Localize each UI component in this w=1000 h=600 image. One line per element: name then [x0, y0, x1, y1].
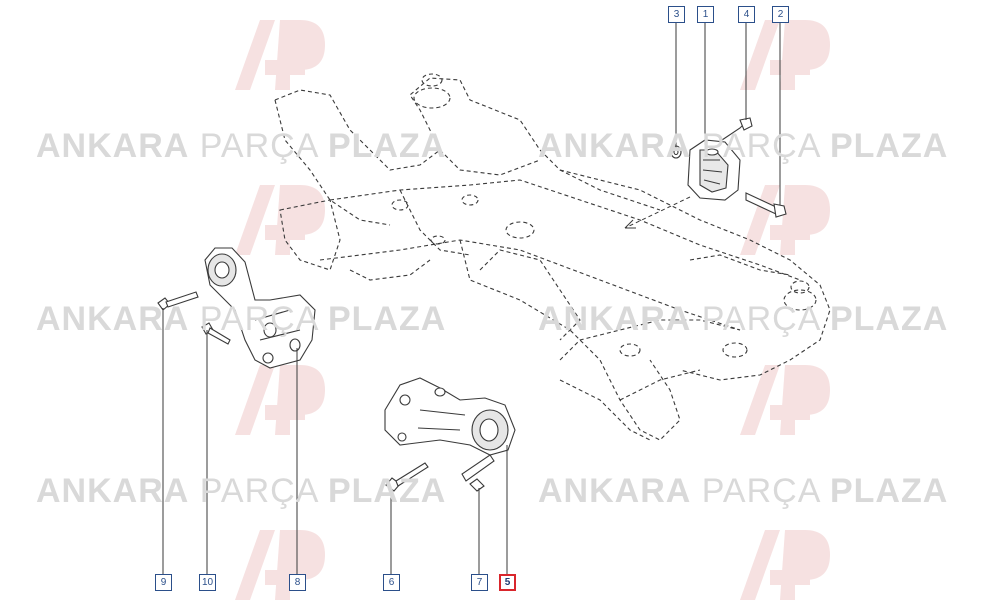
- watermark-logo: [740, 20, 830, 90]
- subframe: [274, 73, 831, 441]
- bolt-6: [385, 462, 429, 492]
- callout-9[interactable]: 9: [155, 574, 172, 591]
- callout-10[interactable]: 10: [199, 574, 216, 591]
- callout-6[interactable]: 6: [383, 574, 400, 591]
- watermark-logo: [235, 530, 325, 600]
- washer-3: [670, 145, 682, 159]
- watermark-text: ANKARA PARÇA PLAZA: [538, 127, 949, 165]
- engine-mount-1: [687, 139, 741, 201]
- watermark-logo: [235, 20, 325, 90]
- callout-5-highlighted[interactable]: 5: [499, 574, 516, 591]
- leader-lines: [162, 22, 781, 574]
- assembly-arrow: [624, 196, 691, 229]
- watermark-logo: [235, 185, 325, 255]
- watermark-text: ANKARA PARÇA PLAZA: [538, 300, 949, 338]
- callout-8[interactable]: 8: [289, 574, 306, 591]
- watermark-text: ANKARA PARÇA PLAZA: [36, 300, 447, 338]
- watermark-logo: [740, 530, 830, 600]
- watermark-text: ANKARA PARÇA PLAZA: [538, 472, 949, 510]
- watermark-text: ANKARA PARÇA PLAZA: [36, 127, 447, 165]
- callout-7[interactable]: 7: [471, 574, 488, 591]
- bolt-2: [745, 192, 787, 218]
- callout-1[interactable]: 1: [697, 6, 714, 23]
- engine-mount-5: [384, 377, 516, 456]
- watermark-logo: [740, 365, 830, 435]
- bolt-9: [157, 291, 199, 311]
- bolt-4: [721, 117, 753, 141]
- bolt-7: [461, 454, 495, 492]
- callout-4[interactable]: 4: [738, 6, 755, 23]
- callout-3[interactable]: 3: [668, 6, 685, 23]
- callout-2[interactable]: 2: [772, 6, 789, 23]
- bolt-10: [201, 322, 231, 345]
- watermark-logo: [235, 365, 325, 435]
- watermark-text: ANKARA PARÇA PLAZA: [36, 472, 447, 510]
- watermark-logo: [740, 185, 830, 255]
